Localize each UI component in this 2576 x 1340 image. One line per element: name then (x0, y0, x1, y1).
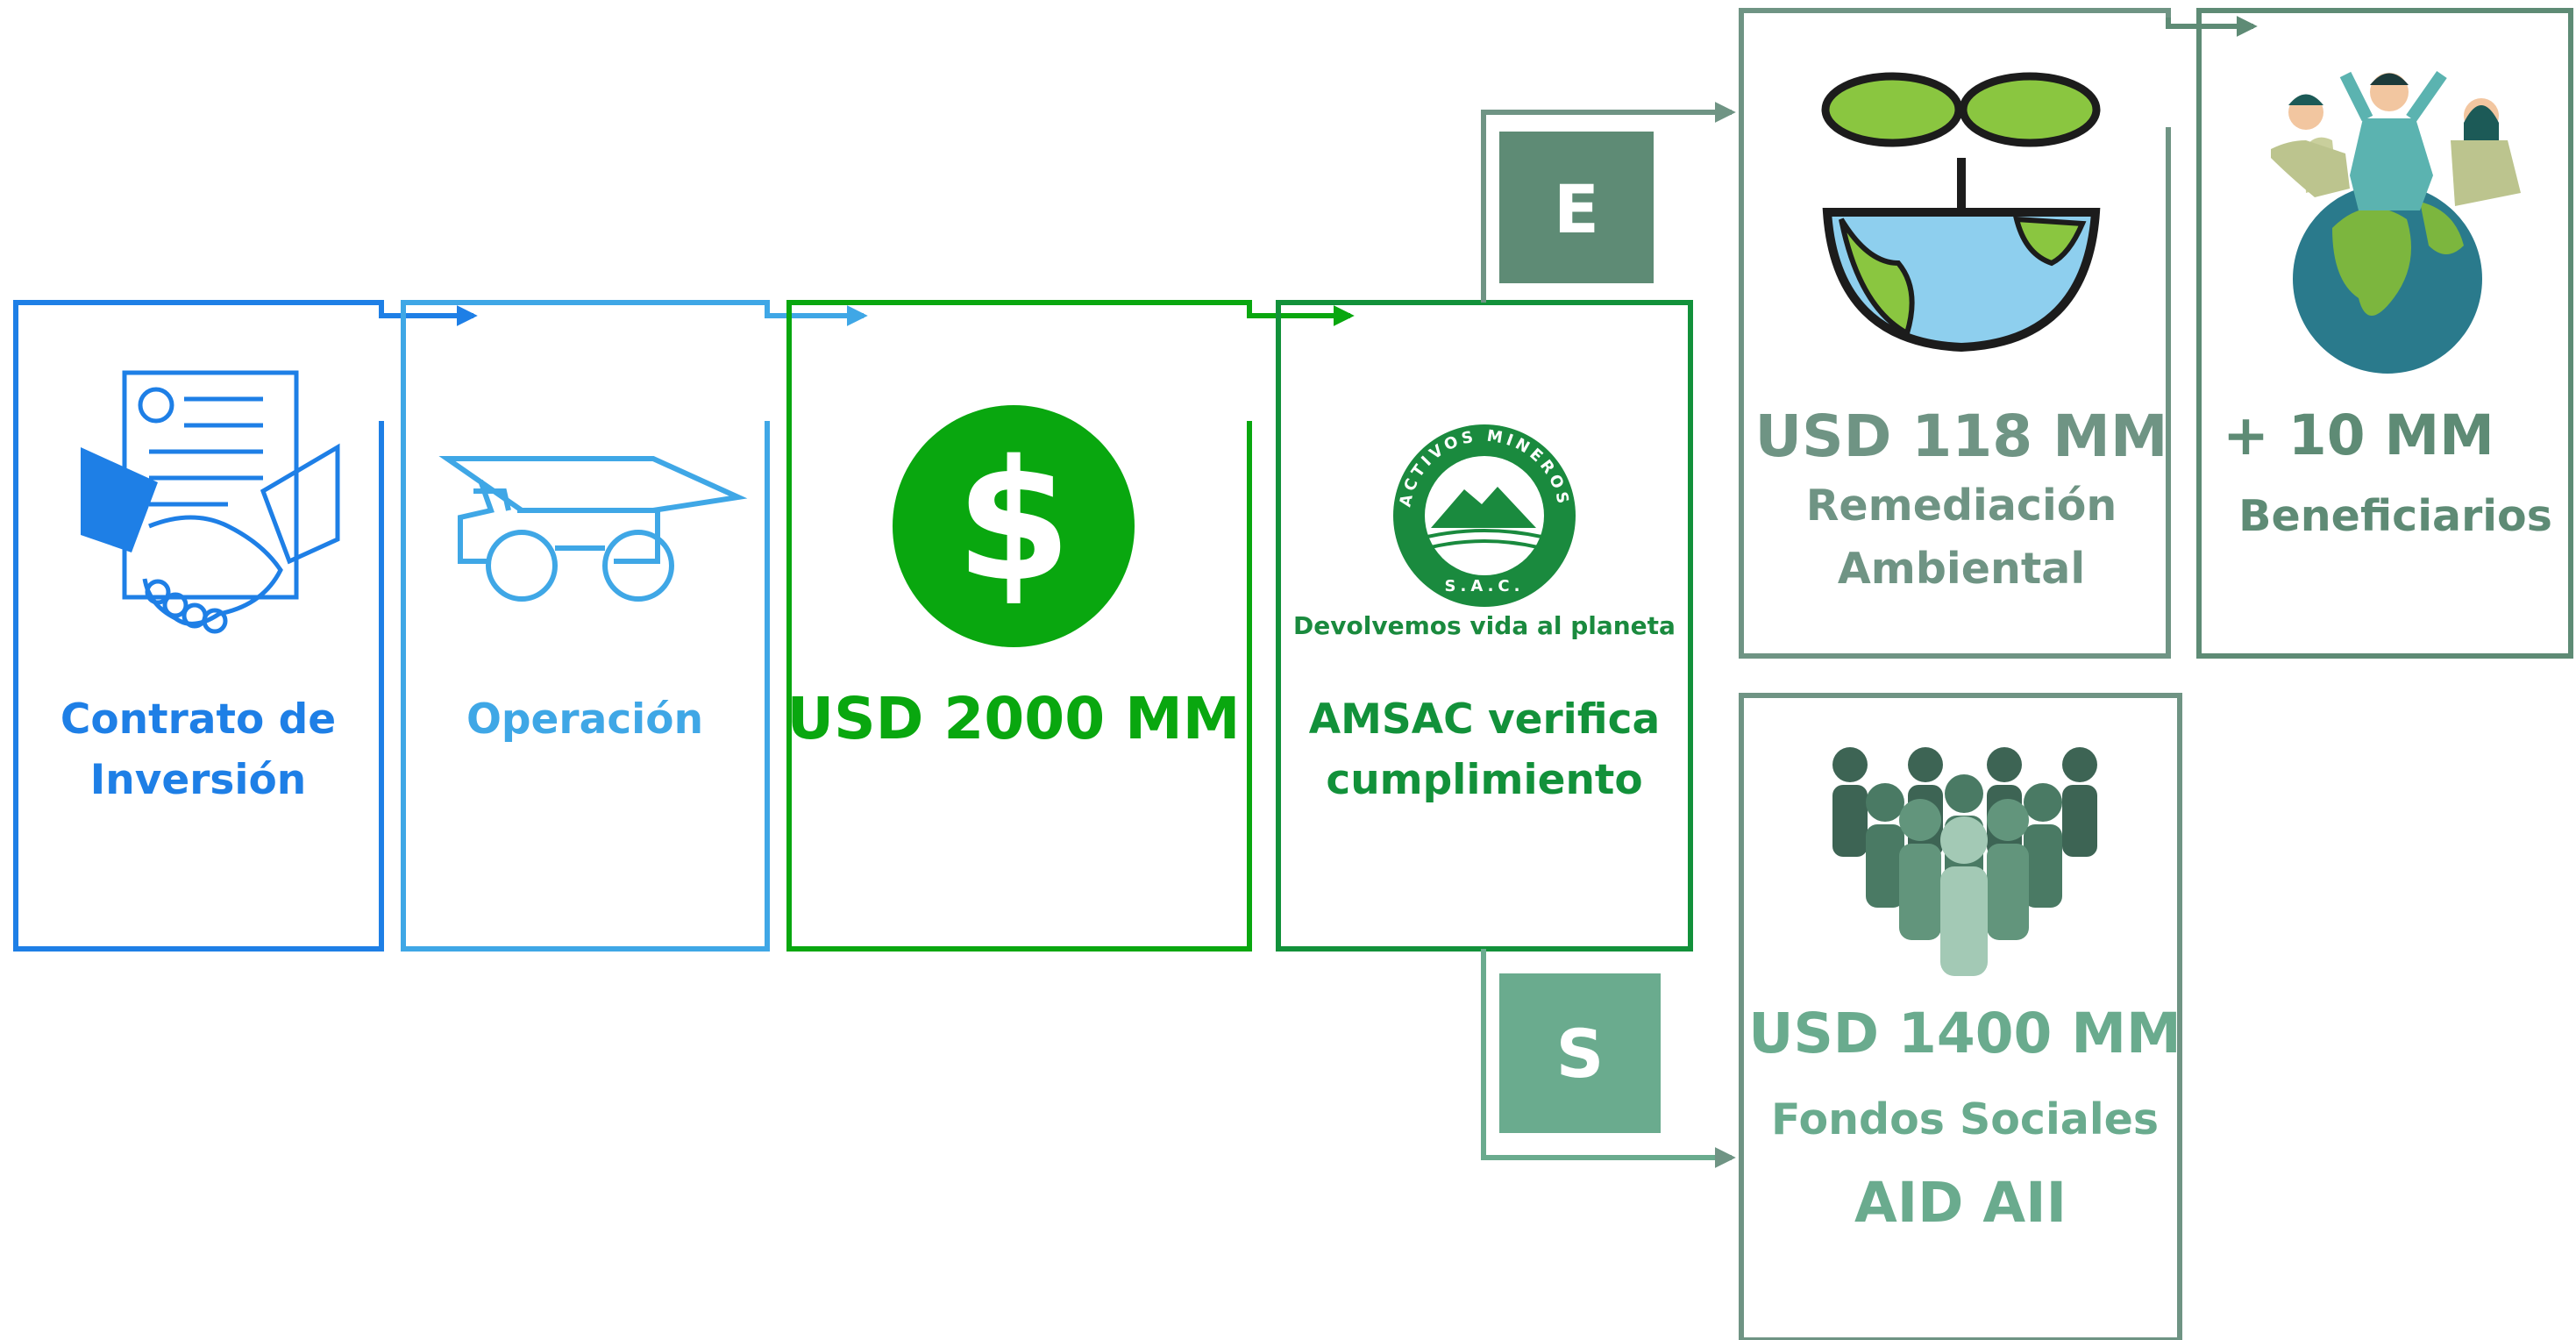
remediation-box: USD 118 MM Remediación Ambiental (1739, 8, 2171, 659)
s-tag: S (1499, 973, 1661, 1133)
beneficiaries-box: + 10 MM Beneficiarios (2196, 8, 2573, 659)
amsac-label-1: AMSAC verifica (1309, 695, 1660, 744)
arrow-operation-to-investment (765, 305, 868, 326)
investment-label: USD 2000 MM (787, 685, 1241, 752)
remediation-label-1: Remediación (1806, 481, 2117, 531)
crowd-icon (1832, 747, 2097, 976)
amsac-logo-ring-bottom: S.A.C. (1445, 577, 1525, 595)
social-box: USD 1400 MM Fondos Sociales AID AII (1739, 693, 2182, 1340)
contract-label-2: Inversión (90, 756, 306, 804)
s-tag-label: S (1556, 1015, 1605, 1093)
arrow-investment-to-amsac (1247, 305, 1355, 326)
social-amount: USD 1400 MM (1748, 1001, 2181, 1066)
svg-text:$: $ (956, 424, 1071, 618)
arrow-contract-to-operation (379, 305, 478, 326)
remediation-label-2: Ambiental (1838, 544, 2085, 594)
amsac-slogan: Devolvemos vida al planeta (1293, 611, 1676, 640)
mining-truck-icon (438, 456, 748, 602)
arrow-amsac-to-social (1481, 949, 1736, 1168)
investment-box: $ USD 2000 MM (786, 300, 1252, 952)
e-tag-label: E (1554, 170, 1599, 248)
contract-box: Contrato de Inversión (13, 300, 384, 952)
contract-label-1: Contrato de (60, 695, 336, 744)
e-tag: E (1499, 132, 1654, 283)
sprout-earth-icon (1821, 72, 2101, 353)
social-sub: AID AII (1854, 1171, 2067, 1235)
amsac-box: ACTIVOS MINEROS S.A.C. Devolvemos vida a… (1276, 300, 1693, 952)
arrow-remediation-to-beneficiaries (2166, 16, 2258, 37)
amsac-label-2: cumplimiento (1326, 756, 1642, 804)
arrow-amsac-to-remediation (1481, 102, 1736, 303)
beneficiaries-amount: + 10 MM (2223, 403, 2494, 467)
beneficiaries-label: Beneficiarios (2238, 491, 2552, 541)
remediation-amount: USD 118 MM (1755, 403, 2168, 470)
people-earth-icon (2271, 70, 2521, 374)
handshake-contract-icon (81, 370, 340, 634)
amsac-logo: ACTIVOS MINEROS S.A.C. (1393, 424, 1576, 607)
operation-box: Operación (401, 300, 770, 952)
social-label: Fondos Sociales (1771, 1094, 2159, 1144)
operation-label: Operación (466, 695, 703, 744)
dollar-icon: $ (893, 405, 1135, 647)
